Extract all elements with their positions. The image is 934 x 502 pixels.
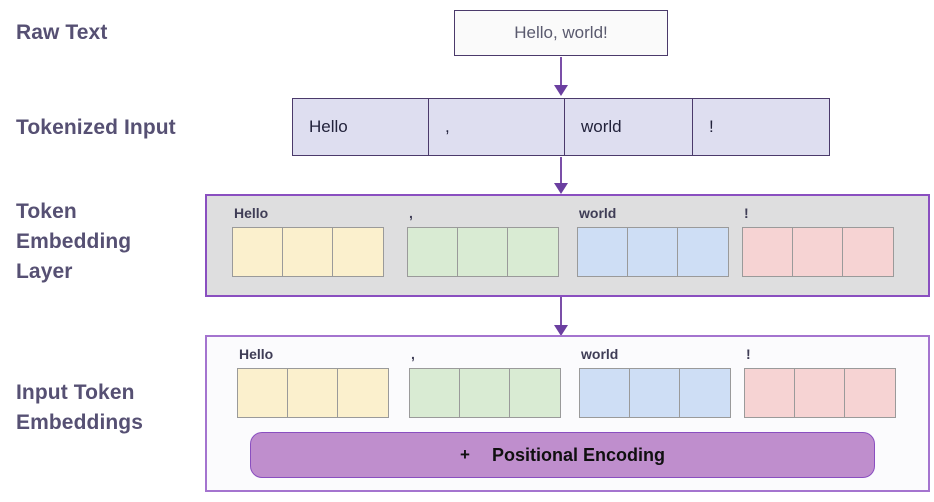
embedding-group-label: , (409, 205, 413, 221)
token-cell-text: Hello (309, 117, 348, 136)
embedding-vector (407, 227, 559, 277)
embedding-cell (410, 369, 460, 417)
embedding-cell (460, 369, 510, 417)
positional-encoding-label: Positional Encoding (491, 444, 665, 465)
embedding-cell (288, 369, 338, 417)
embedding-group: , (407, 204, 559, 277)
embedding-cell (845, 369, 895, 417)
embedding-group: world (579, 345, 731, 418)
embedding-group-label: world (579, 205, 617, 221)
embedding-vector (577, 227, 729, 277)
embedding-cell (678, 228, 728, 276)
embedding-vector (409, 368, 561, 418)
embedding-vector (579, 368, 731, 418)
positional-encoding-bar: + Positional Encoding (250, 432, 875, 478)
embedding-group-label: world (581, 346, 619, 362)
embedding-cell (238, 369, 288, 417)
embedding-group: ! (744, 345, 896, 418)
embedding-cell (338, 369, 388, 417)
token-cell: ! (693, 99, 829, 155)
row-label-input-token-embeddings: Input Token Embeddings (16, 381, 144, 434)
embedding-group: ! (742, 204, 894, 277)
embedding-vector (742, 227, 894, 277)
token-embedding-layer-panel: Hello, world! (205, 194, 930, 297)
embedding-cell (580, 369, 630, 417)
embedding-vector (237, 368, 389, 418)
row-label-raw-text: Raw Text (16, 21, 108, 44)
tokenized-input-strip: Hello, world! (292, 98, 830, 156)
arrow-embedding-to-input (554, 297, 568, 337)
embedding-group: Hello (232, 204, 384, 277)
arrow-shaft (560, 157, 562, 185)
embedding-vector (744, 368, 896, 418)
embedding-group-label: Hello (239, 346, 274, 362)
embedding-group-label: ! (746, 346, 751, 362)
embedding-group-label: Hello (234, 205, 269, 221)
embedding-cell (578, 228, 628, 276)
arrow-tokenized-to-embedding (554, 157, 568, 195)
token-cell: world (565, 99, 693, 155)
embedding-cell (508, 228, 558, 276)
token-cell: , (429, 99, 565, 155)
arrow-raw-to-tokenized (554, 57, 568, 97)
embedding-cell (630, 369, 680, 417)
token-cell-text: ! (709, 117, 714, 136)
embedding-cell (793, 228, 843, 276)
embedding-group: world (577, 204, 729, 277)
raw-text-value: Hello, world! (514, 23, 608, 42)
embedding-cell (458, 228, 508, 276)
embedding-group: , (409, 345, 561, 418)
embedding-group-label: ! (744, 205, 749, 221)
token-cell-text: , (445, 117, 450, 136)
token-cell-text: world (581, 117, 622, 136)
embedding-group-label: , (411, 346, 415, 362)
raw-text-box: Hello, world! (454, 10, 668, 56)
arrow-head-icon (554, 183, 568, 194)
embedding-cell (843, 228, 893, 276)
embedding-cell (680, 369, 730, 417)
arrow-head-icon (554, 85, 568, 96)
embedding-cell (408, 228, 458, 276)
embedding-cell (795, 369, 845, 417)
arrow-shaft (560, 297, 562, 327)
embedding-cell (628, 228, 678, 276)
arrow-head-icon (554, 325, 568, 336)
embedding-cell (745, 369, 795, 417)
embedding-cell (233, 228, 283, 276)
embedding-group: Hello (237, 345, 389, 418)
row-label-token-embedding-layer: Token Embedding Layer (16, 200, 132, 283)
row-label-tokenized-input: Tokenized Input (16, 116, 176, 139)
token-cell: Hello (293, 99, 429, 155)
embedding-cell (283, 228, 333, 276)
embedding-cell (743, 228, 793, 276)
arrow-shaft (560, 57, 562, 87)
positional-encoding-plus-sign: + (460, 445, 470, 464)
embedding-vector (232, 227, 384, 277)
embedding-cell (333, 228, 383, 276)
embedding-cell (510, 369, 560, 417)
